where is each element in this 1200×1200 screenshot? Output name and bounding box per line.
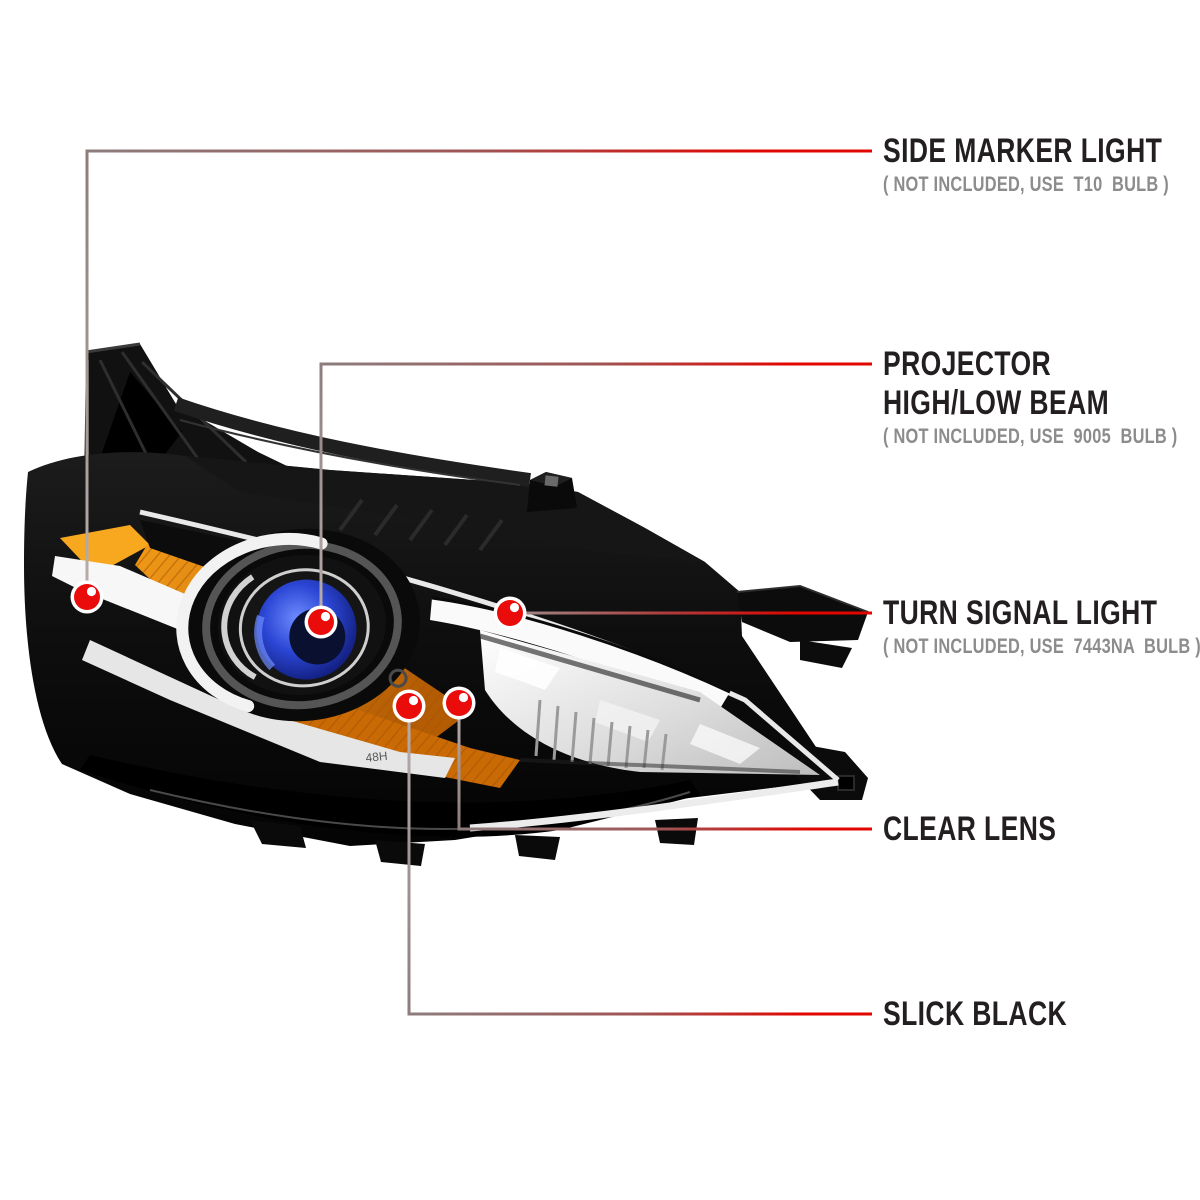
marker-dot-side-marker	[70, 580, 104, 614]
callout-clear-lens: CLEAR LENS	[883, 810, 1056, 849]
marker-dot-clear-lens	[442, 686, 476, 720]
callout-title: SLICK BLACK	[883, 995, 1068, 1033]
headlight-illustration: 48H	[24, 342, 869, 866]
leader-lines	[85, 149, 872, 1016]
callout-title: SIDE MARKER LIGHT	[883, 132, 1163, 170]
callout-note: ( NOT INCLUDED, USE 7443NA BULB )	[883, 635, 1200, 658]
marker-dot-projector	[304, 605, 338, 639]
lower-trim	[80, 755, 839, 866]
callout-projector-high-low-beam: PROJECTOR HIGH/LOW BEAM ( NOT INCLUDED, …	[883, 345, 1177, 449]
leader-line-slick-black	[407, 706, 872, 1016]
callout-note: ( NOT INCLUDED, USE T10 BULB )	[883, 173, 1169, 196]
callout-title: TURN SIGNAL LIGHT	[883, 594, 1158, 632]
leader-line-clear-lens	[457, 703, 872, 831]
callout-slick-black: SLICK BLACK	[883, 995, 1067, 1034]
housing-top-surface	[173, 397, 705, 562]
projector-assembly	[176, 528, 420, 722]
marker-dot-turn-signal	[493, 596, 527, 630]
callout-title: CLEAR LENS	[883, 810, 1057, 848]
leader-line-projector	[319, 362, 872, 622]
etched-marking: 48H	[365, 749, 388, 765]
callout-note: ( NOT INCLUDED, USE 9005 BULB )	[883, 425, 1178, 448]
top-tab	[527, 472, 577, 512]
callout-title-line2: HIGH/LOW BEAM	[883, 384, 1110, 422]
leader-line-side-marker	[85, 149, 872, 597]
callout-title: PROJECTOR	[883, 345, 1052, 383]
callout-turn-signal-light: TURN SIGNAL LIGHT ( NOT INCLUDED, USE 74…	[883, 594, 1200, 659]
clear-lens-facets	[479, 630, 820, 775]
side-fin	[736, 584, 869, 668]
marker-dot-slick-black	[392, 689, 426, 723]
callout-side-marker-light: SIDE MARKER LIGHT ( NOT INCLUDED, USE T1…	[883, 132, 1169, 197]
marker-dots	[70, 580, 527, 723]
